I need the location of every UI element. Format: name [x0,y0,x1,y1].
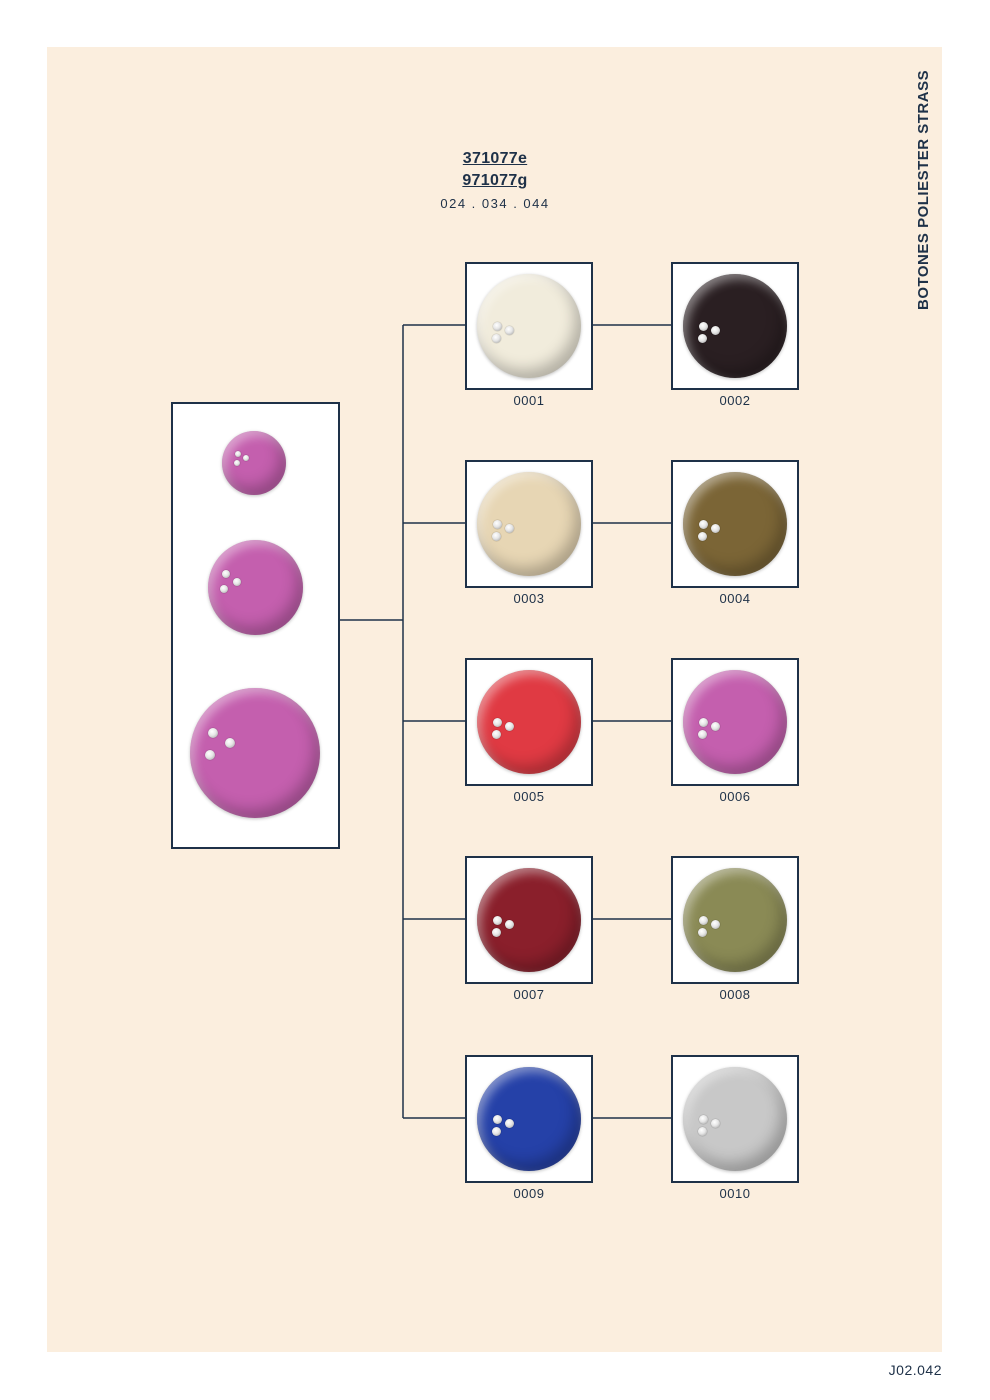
rhinestone-icon [699,916,708,925]
rhinestone-icon [699,322,708,331]
rhinestone-icon [505,1119,514,1128]
rhinestone-icon [505,722,514,731]
rhinestone-icon [711,524,720,533]
variant-tile-0001[interactable] [465,262,593,390]
variant-tile-0007[interactable] [465,856,593,984]
variant-tile-0009[interactable] [465,1055,593,1183]
button-small-image [222,431,286,495]
rhinestone-icon [505,524,514,533]
rhinestone-icon [220,585,228,593]
button-image-ivory [477,274,581,378]
rhinestone-icon [225,738,235,748]
variant-code-label: 0008 [719,987,751,1002]
rhinestone-icon [698,334,707,343]
rhinestone-icon [492,730,501,739]
page-reference: J02.042 [888,1362,942,1378]
button-image-olive-green [683,868,787,972]
variant-code-label: 0006 [719,789,751,804]
button-image-pink [683,670,787,774]
button-image-silver-grey [683,1067,787,1171]
rhinestone-icon [492,1127,501,1136]
rhinestone-icon [493,718,502,727]
rhinestone-icon [208,728,218,738]
button-image-olive-brown [683,472,787,576]
button-large-image [190,688,320,818]
rhinestone-icon [234,460,240,466]
rhinestone-icon [492,928,501,937]
variant-code-label: 0009 [513,1186,545,1201]
rhinestone-icon [699,1115,708,1124]
variant-code-label: 0001 [513,393,545,408]
button-image-beige [477,472,581,576]
button-image-royal-blue [477,1067,581,1171]
size-list: 024 . 034 . 044 [440,196,550,211]
rhinestone-icon [505,920,514,929]
variant-code-label: 0004 [719,591,751,606]
variant-code-label: 0007 [513,987,545,1002]
rhinestone-icon [222,570,230,578]
rhinestone-icon [493,322,502,331]
variant-tile-0002[interactable] [671,262,799,390]
variant-tile-0006[interactable] [671,658,799,786]
variant-tile-0003[interactable] [465,460,593,588]
size-overview-box [171,402,340,849]
variant-code-label: 0003 [513,591,545,606]
button-image-red [477,670,581,774]
rhinestone-icon [205,750,215,760]
rhinestone-icon [505,326,514,335]
variant-code-label: 0010 [719,1186,751,1201]
rhinestone-icon [699,718,708,727]
variant-tile-0004[interactable] [671,460,799,588]
rhinestone-icon [711,722,720,731]
rhinestone-icon [492,532,501,541]
rhinestone-icon [711,326,720,335]
variant-tile-0010[interactable] [671,1055,799,1183]
rhinestone-icon [711,920,720,929]
rhinestone-icon [243,455,249,461]
variant-code-label: 0005 [513,789,545,804]
button-medium-image [208,540,303,635]
rhinestone-icon [711,1119,720,1128]
product-header: 371077e 971077g 024 . 034 . 044 [395,148,595,211]
rhinestone-icon [698,1127,707,1136]
product-code-link-2[interactable]: 971077g [462,172,528,189]
rhinestone-icon [493,1115,502,1124]
rhinestone-icon [698,532,707,541]
variant-tile-0008[interactable] [671,856,799,984]
rhinestone-icon [493,520,502,529]
variant-code-label: 0002 [719,393,751,408]
rhinestone-icon [699,520,708,529]
variant-tile-0005[interactable] [465,658,593,786]
rhinestone-icon [233,578,241,586]
rhinestone-icon [235,451,241,457]
button-image-black-brown [683,274,787,378]
rhinestone-icon [698,730,707,739]
rhinestone-icon [492,334,501,343]
button-image-burgundy [477,868,581,972]
product-code-link-1[interactable]: 371077e [462,150,528,167]
rhinestone-icon [698,928,707,937]
rhinestone-icon [493,916,502,925]
